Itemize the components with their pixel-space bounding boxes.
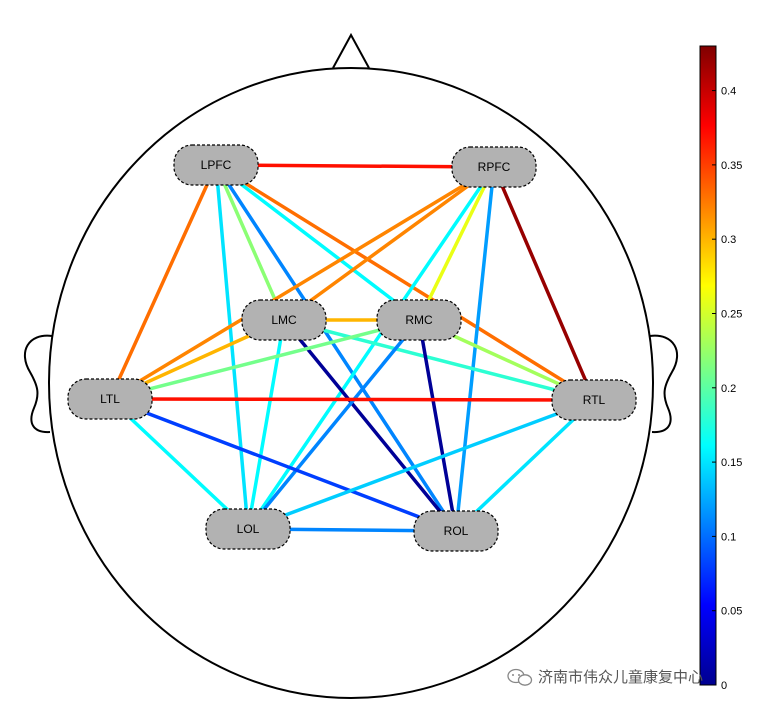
node-label-lol: LOL	[237, 522, 260, 536]
colorbar: 0 0.05 0.1 0.15 0.2 0.25 0.3 0.35 0.4	[699, 45, 742, 692]
edge-lmc-rol	[282, 318, 458, 533]
edge-lpfc-rmc	[214, 163, 421, 322]
edge-lpfc-lol	[214, 163, 250, 531]
edge-rpfc-lmc	[282, 165, 496, 322]
edge-rpfc-rtl	[492, 165, 596, 402]
head-circle	[48, 67, 654, 699]
right-ear	[649, 334, 678, 434]
node-lmc[interactable]: LMC	[241, 299, 327, 341]
edge-rtl-rol	[454, 398, 596, 533]
node-label-rmc: RMC	[405, 313, 433, 327]
node-label-rpfc: RPFC	[478, 160, 511, 174]
colorbar-tick-label: 0.05	[721, 606, 742, 618]
node-lpfc[interactable]: LPFC	[173, 144, 259, 186]
edge-rmc-ltl	[108, 318, 421, 401]
node-rmc[interactable]: RMC	[376, 299, 462, 341]
colorbar-tick-label: 0.4	[721, 86, 736, 98]
edge-rmc-rol	[417, 318, 458, 533]
node-lol[interactable]: LOL	[205, 508, 291, 550]
wechat-icon	[507, 668, 533, 686]
node-label-lpfc: LPFC	[201, 158, 232, 172]
colorbar-gradient	[699, 45, 717, 686]
watermark-text: 济南市伟众儿童康复中心	[538, 668, 703, 686]
node-label-rtl: RTL	[583, 393, 606, 407]
connection-lines	[108, 163, 596, 533]
edge-rpfc-ltl	[108, 165, 496, 401]
node-rtl[interactable]: RTL	[551, 379, 637, 421]
edge-rmc-lol	[246, 318, 421, 531]
colorbar-tick-label: 0	[721, 680, 727, 692]
colorbar-tick-label: 0.2	[721, 383, 736, 395]
edge-rpfc-lol	[246, 165, 496, 531]
edge-lpfc-ltl	[108, 163, 218, 401]
edge-rpfc-rol	[454, 165, 496, 533]
region-nodes: LPFC RPFC LMC RMC LTL RTL LOL ROL	[67, 144, 637, 552]
edge-ltl-rol	[108, 397, 458, 533]
edge-ltl-lol	[108, 397, 250, 531]
edge-rpfc-rmc	[417, 165, 496, 322]
edge-ltl-rtl	[108, 397, 596, 402]
colorbar-tick-label: 0.15	[721, 457, 742, 469]
watermark: 济南市伟众儿童康复中心	[507, 668, 703, 686]
node-label-rol: ROL	[444, 524, 469, 538]
colorbar-ticks: 0 0.05 0.1 0.15 0.2 0.25 0.3 0.35 0.4	[712, 86, 742, 692]
head-outline	[24, 32, 678, 699]
edge-lpfc-rol	[214, 163, 458, 533]
node-rpfc[interactable]: RPFC	[451, 146, 537, 188]
colorbar-tick-label: 0.1	[721, 531, 736, 543]
edge-lmc-lol	[246, 318, 286, 531]
nose-triangle	[332, 32, 370, 69]
colorbar-tick-label: 0.35	[721, 160, 742, 172]
node-label-lmc: LMC	[271, 313, 297, 327]
colorbar-tick-label: 0.25	[721, 308, 742, 320]
edge-lpfc-rtl	[214, 163, 596, 402]
colorbar-tick-label: 0.3	[721, 234, 736, 246]
edge-lmc-rtl	[282, 318, 596, 402]
edge-lpfc-rpfc	[214, 163, 496, 169]
node-ltl[interactable]: LTL	[67, 378, 153, 420]
left-ear	[24, 334, 53, 434]
edge-rtl-lol	[246, 398, 596, 531]
node-label-ltl: LTL	[100, 392, 120, 406]
edge-lpfc-lmc	[214, 163, 286, 322]
node-rol[interactable]: ROL	[413, 510, 499, 552]
